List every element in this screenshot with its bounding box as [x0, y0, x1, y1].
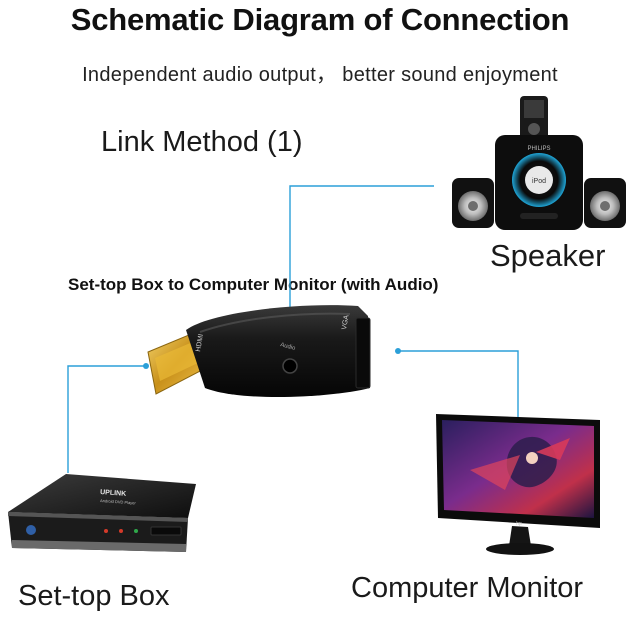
- hdmi-vga-adapter: HDMI VGA Audio: [147, 305, 371, 398]
- computer-monitor-label: Computer Monitor: [351, 572, 584, 604]
- vga-port-dot: [395, 348, 401, 354]
- line-speaker-to-audio: [289, 185, 434, 342]
- stb-top: [8, 474, 196, 518]
- stb-brand-marking: UPLINK: [100, 489, 126, 498]
- adapter-body: [186, 305, 370, 398]
- set-top-box-label: Set-top Box: [18, 580, 170, 612]
- adapter-hdmi-marking: HDMI: [195, 333, 205, 352]
- stb-model-marking: Android DVD Player: [100, 498, 137, 506]
- speaker-brand-marking: PHILIPS: [527, 146, 550, 152]
- stb-power-button: [26, 525, 36, 535]
- set-top-box-illustration: UPLINK Android DVD Player: [8, 474, 196, 552]
- adapter-audio-marking: Audio: [279, 342, 296, 352]
- vga-port: [355, 317, 371, 389]
- link-method-label: Link Method (1): [101, 126, 303, 158]
- connector-lines: [67, 185, 519, 473]
- monitor-brand-marking: hp: [516, 521, 522, 527]
- speaker-label: Speaker: [490, 238, 606, 273]
- connection-caption: Set-top Box to Computer Monitor (with Au…: [68, 275, 439, 294]
- ipod-dock-marking: iPod: [532, 178, 546, 185]
- line-monitor-to-vga: [398, 350, 519, 420]
- line-stb-to-hdmi: [67, 365, 146, 473]
- monitor-stand-base: [486, 543, 554, 555]
- diagram-title: Schematic Diagram of Connection: [70, 2, 570, 37]
- adapter-vga-marking: VGA: [341, 314, 351, 330]
- monitor-stand-neck: [509, 526, 531, 546]
- computer-monitor-illustration: hp: [436, 414, 600, 555]
- diagram-subtitle: Independent audio output， better sound e…: [82, 64, 558, 86]
- audio-jack: [282, 358, 298, 374]
- hdmi-plug-dot: [143, 363, 149, 369]
- speaker-illustration: PHILIPS iPod: [452, 96, 626, 230]
